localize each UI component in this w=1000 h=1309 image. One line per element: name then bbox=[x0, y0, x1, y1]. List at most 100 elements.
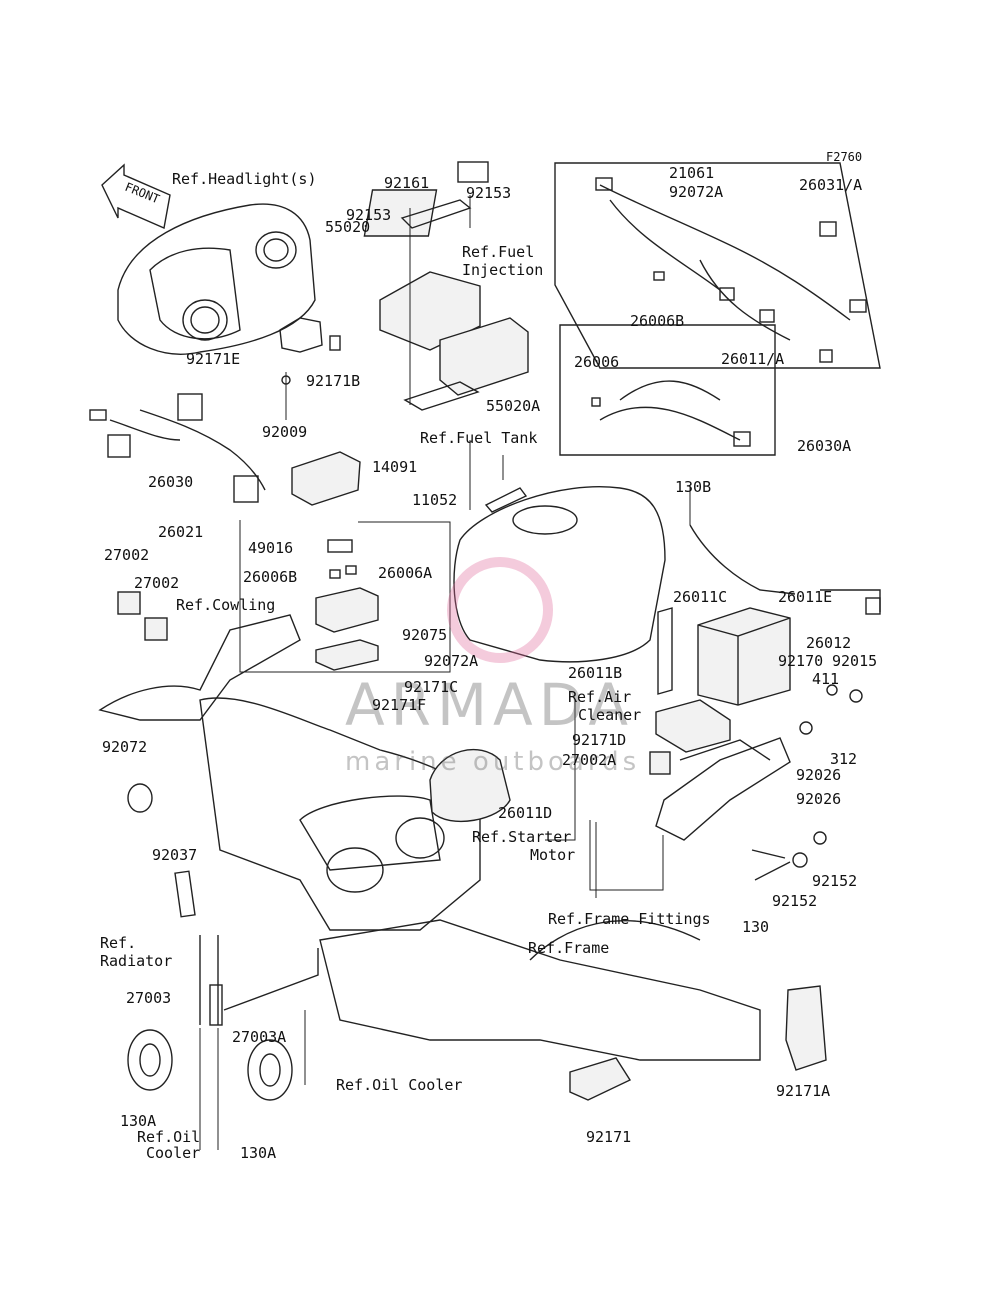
label-26006b: 26006B bbox=[243, 568, 297, 586]
label-92153b: 92153 bbox=[346, 206, 391, 224]
label-92152-b: 92152 bbox=[772, 892, 817, 910]
label-92171b: 92171B bbox=[306, 372, 360, 390]
label-cooler: Cooler bbox=[146, 1144, 200, 1162]
label-92075: 92075 bbox=[402, 626, 447, 644]
label-26006: 26006 bbox=[574, 353, 619, 371]
label-26031a: 26031/A bbox=[799, 176, 862, 194]
label-27003a: 27003A bbox=[232, 1028, 286, 1046]
label-92161: 92161 bbox=[384, 174, 429, 192]
cable-26011c bbox=[689, 524, 796, 595]
radiator-ref bbox=[199, 935, 319, 1026]
label-ref-cowling: Ref.Cowling bbox=[176, 596, 275, 614]
label-11052: 11052 bbox=[412, 491, 457, 509]
label-ref-radiator-b: Radiator bbox=[100, 952, 172, 970]
pad-92171 bbox=[569, 1057, 632, 1101]
label-130: 130 bbox=[742, 918, 769, 936]
label-92171a: 92171A bbox=[776, 1082, 830, 1100]
relay-27002a-box bbox=[655, 699, 731, 753]
clamp-92072 bbox=[127, 783, 153, 813]
air-cleaner-mount bbox=[429, 748, 511, 823]
label-92009: 92009 bbox=[262, 423, 307, 441]
label-130a-left: 130A bbox=[120, 1112, 156, 1130]
front-arrow-label: FRONT bbox=[123, 180, 162, 207]
label-130b: 130B bbox=[675, 478, 711, 496]
label-ref-oil: Ref.Oil bbox=[137, 1128, 200, 1146]
label-26011b: 26011B bbox=[568, 664, 622, 682]
harness-26030a bbox=[559, 324, 776, 456]
label-92171e: 92171E bbox=[186, 350, 240, 368]
label-27002-a: 27002 bbox=[104, 546, 149, 564]
label-92072a: 92072A bbox=[669, 183, 723, 201]
band-92037 bbox=[174, 870, 196, 918]
horn-27003a bbox=[247, 1039, 293, 1101]
label-26012: 26012 bbox=[806, 634, 851, 652]
label-26011c: 26011C bbox=[673, 588, 727, 606]
label-92152-a: 92152 bbox=[812, 872, 857, 890]
label-92026-a: 92026 bbox=[796, 766, 841, 784]
label-ref-oil-cooler: Ref.Oil Cooler bbox=[336, 1076, 462, 1094]
watermark: ARMADA marine outboards bbox=[345, 557, 640, 777]
label-92171d: 92171D bbox=[572, 731, 626, 749]
label-14091: 14091 bbox=[372, 458, 417, 476]
label-cleaner: Cleaner bbox=[578, 706, 641, 724]
label-92171f: 92171F bbox=[372, 696, 426, 714]
label-26006a: 26006A bbox=[378, 564, 432, 582]
label-92153a: 92153 bbox=[466, 184, 511, 202]
horn-27003 bbox=[127, 1029, 173, 1091]
label-ref-fuel: Ref.Fuel bbox=[462, 243, 534, 261]
pad-92171a bbox=[785, 985, 827, 1071]
front-arrow-icon: FRONT bbox=[101, 163, 171, 229]
label-312: 312 bbox=[830, 750, 857, 768]
label-ref-frame: Ref.Frame bbox=[528, 939, 609, 957]
label-ref-frame-fittings: Ref.Frame Fittings bbox=[548, 910, 711, 928]
label-ref-fuel-tank: Ref.Fuel Tank bbox=[420, 429, 537, 447]
sub-harness-26030 bbox=[89, 393, 266, 503]
label-55020: 55020 bbox=[325, 218, 370, 236]
label-26030: 26030 bbox=[148, 473, 193, 491]
hardware-right bbox=[751, 684, 863, 881]
label-21061: 21061 bbox=[669, 164, 714, 182]
watermark-tagline: marine outboards bbox=[345, 747, 640, 777]
label-ref-headlight: Ref.Headlight(s) bbox=[172, 170, 317, 188]
label-26021: 26021 bbox=[158, 523, 203, 541]
label-411: 411 bbox=[812, 670, 839, 688]
label-27003: 27003 bbox=[126, 989, 171, 1007]
label-92037: 92037 bbox=[152, 846, 197, 864]
battery-26012 bbox=[697, 607, 791, 706]
figure-code: F2760 bbox=[826, 150, 862, 164]
label-92170: 92170 bbox=[778, 652, 823, 670]
label-92026-b: 92026 bbox=[796, 790, 841, 808]
label-92171c: 92171C bbox=[404, 678, 458, 696]
relay-27002a bbox=[117, 591, 141, 615]
label-55020a: 55020A bbox=[486, 397, 540, 415]
label-49016: 49016 bbox=[248, 539, 293, 557]
label-26006b-top: 26006B bbox=[630, 312, 684, 330]
label-27002-b: 27002 bbox=[134, 574, 179, 592]
label-27002a: 27002A bbox=[562, 751, 616, 769]
harness-26031 bbox=[554, 162, 881, 369]
label-injection: Injection bbox=[462, 261, 543, 279]
watermark-brand: ARMADA bbox=[345, 671, 634, 739]
label-26011e: 26011E bbox=[778, 588, 832, 606]
part-labels: Ref.Headlight(s) 92161 92153 92153 55020… bbox=[100, 164, 877, 1162]
bracket-92171b bbox=[279, 317, 341, 353]
label-ref-starter: Ref.Starter bbox=[472, 828, 571, 846]
relay-27002b bbox=[144, 617, 168, 641]
watermark-propeller-icon bbox=[447, 557, 553, 663]
battery-case bbox=[655, 737, 791, 841]
label-92072a-mid: 92072A bbox=[424, 652, 478, 670]
label-ref-radiator-a: Ref. bbox=[100, 934, 136, 952]
label-26011d: 26011D bbox=[498, 804, 552, 822]
ecu-stack bbox=[363, 189, 529, 411]
label-motor: Motor bbox=[530, 846, 575, 864]
label-92015: 92015 bbox=[832, 652, 877, 670]
label-92171: 92171 bbox=[586, 1128, 631, 1146]
cable-26011b bbox=[657, 607, 673, 695]
label-92072: 92072 bbox=[102, 738, 147, 756]
leader-lines bbox=[199, 440, 691, 1150]
label-ref-air: Ref.Air bbox=[568, 688, 631, 706]
fuse-box-group bbox=[239, 451, 451, 673]
fuel-tank bbox=[453, 486, 666, 663]
label-26030a: 26030A bbox=[797, 437, 851, 455]
